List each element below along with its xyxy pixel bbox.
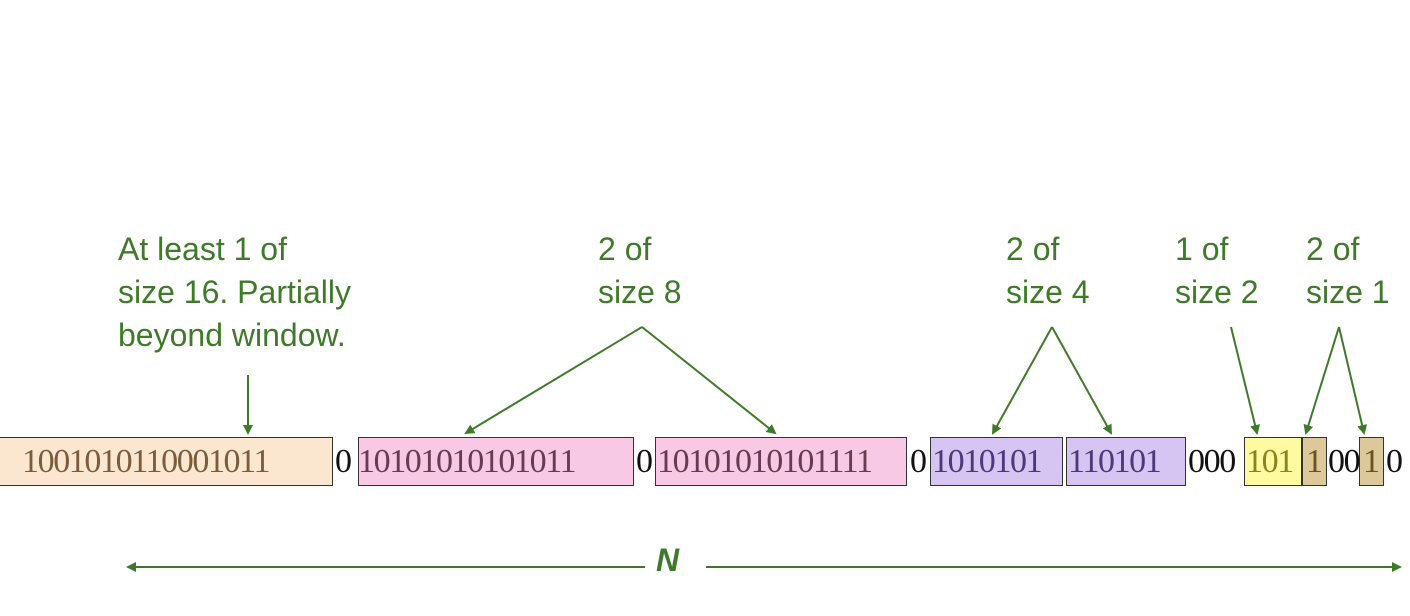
label-size1: 2 of size 1 [1306,228,1390,314]
label-size16-line3: beyond window. [118,317,346,353]
arrow-size8-b [641,326,777,435]
bucket-size4-a-box [930,437,1063,486]
label-size16-line2: size 16. Partially [118,274,351,310]
bucket-size4-a-bits: 1010101 [932,442,1043,480]
arrow-size8-a [464,326,643,435]
label-size8-line2: size 8 [598,274,682,310]
label-size2-line2: size 2 [1175,274,1259,310]
label-size16: At least 1 of size 16. Partially beyond … [118,228,351,357]
label-size8: 2 of size 8 [598,228,682,314]
label-size2-line1: 1 of [1175,231,1229,267]
bucket-size8-a-bits: 10101010101011 [358,442,577,480]
bucket-size1-b-box [1359,437,1384,486]
bucket-size16-box [0,437,333,486]
bucket-size8-b-bits: 10101010101111 [657,442,873,480]
gap-bits-1: 0 [335,442,352,480]
label-size4: 2 of size 4 [1006,228,1090,314]
bucket-size2-box [1244,437,1302,486]
label-size4-line1: 2 of [1006,231,1060,267]
label-size4-line2: size 4 [1006,274,1090,310]
arrow-size1-a [1303,326,1340,435]
bucket-size8-a-box [358,437,634,486]
bucket-size1-a-bits: 1 [1306,442,1323,480]
gap-bits-4: 000 [1188,442,1236,480]
bucket-size1-b-bits: 1 [1363,442,1380,480]
arrow-size1-b [1338,326,1368,435]
arrow-size4-a [992,326,1053,435]
label-size1-line1: 2 of [1306,231,1360,267]
arrow-size2 [1230,326,1260,435]
bucket-size16-bits: 1001010110001011 [22,442,270,480]
bucket-size1-a-box [1302,437,1327,486]
label-size2: 1 of size 2 [1175,228,1259,314]
arrow-size4-b [1051,326,1112,435]
gap-bits-5: 00 [1328,442,1361,480]
bucket-size4-b-bits: 110101 [1068,442,1162,480]
gap-bits-2: 0 [636,442,653,480]
window-size-label: N [656,542,680,578]
bucket-size4-b-box [1066,437,1186,486]
label-size16-line1: At least 1 of [118,231,287,267]
gap-bits-6: 0 [1386,442,1403,480]
bucket-size8-b-box [655,437,907,486]
bucket-size2-bits: 101 [1246,442,1294,480]
label-size8-line1: 2 of [598,231,652,267]
label-size1-line2: size 1 [1306,274,1390,310]
gap-bits-3: 0 [910,442,927,480]
